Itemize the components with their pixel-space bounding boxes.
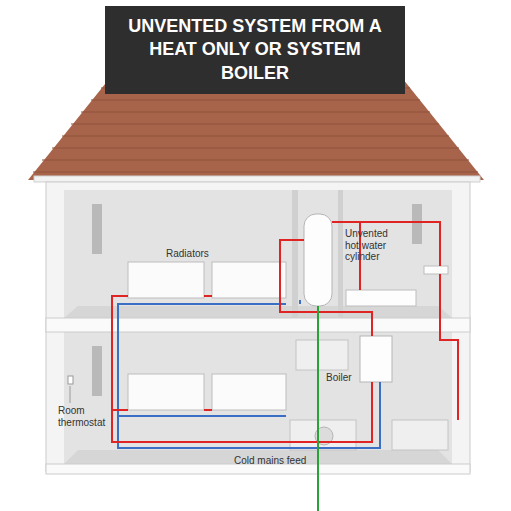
gutter [34, 176, 480, 182]
thermostat [68, 376, 73, 384]
part-label: Radiators [166, 248, 209, 260]
radiator-group [128, 262, 286, 410]
sink [424, 266, 448, 274]
flow-pipes [112, 222, 458, 442]
downstairs-room [64, 332, 452, 464]
cold-mains-pipe [317, 306, 319, 511]
cupboard-wall [338, 190, 343, 318]
house-wall [46, 182, 470, 472]
return-pipes [118, 300, 380, 448]
part-label: Cold mains feed [234, 455, 306, 467]
title-banner: UNVENTED SYSTEM FROM A HEAT ONLY OR SYST… [105, 6, 405, 94]
leader-line [70, 386, 71, 403]
window [92, 204, 102, 254]
part-label: Boiler [326, 372, 352, 384]
bath [346, 290, 416, 306]
cupboard-wall [292, 190, 298, 318]
part-label: Unvented hot water cylinder [345, 228, 401, 263]
floor-slab [46, 318, 470, 332]
upstairs-floor [64, 306, 452, 318]
upstairs-room [64, 190, 452, 318]
boiler [360, 336, 392, 382]
window [412, 204, 422, 244]
part-label: Room thermostat [58, 405, 114, 428]
cylinder [304, 214, 332, 306]
window [92, 346, 102, 396]
